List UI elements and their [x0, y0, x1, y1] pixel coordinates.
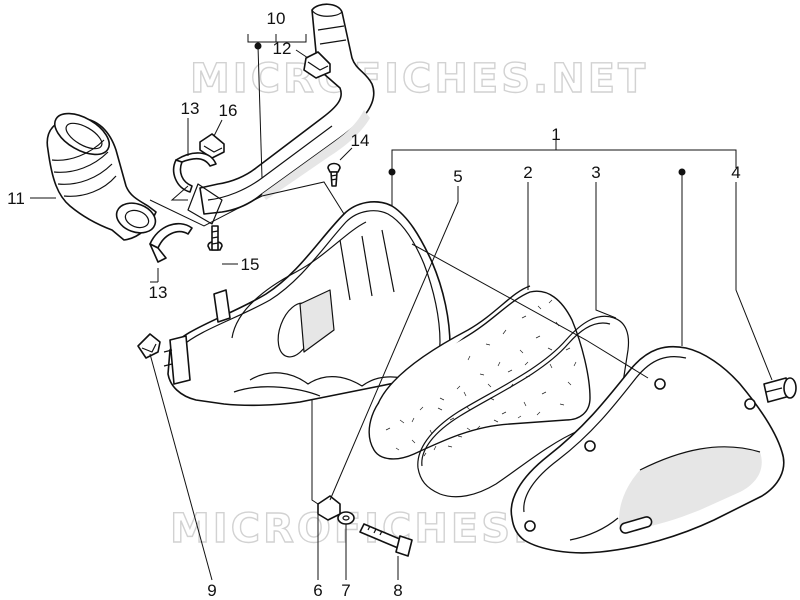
filter-cover	[510, 345, 785, 554]
foam-filter-element	[368, 285, 591, 460]
filter-gasket	[417, 315, 630, 498]
callout-12: 12	[273, 39, 292, 58]
leader-lines	[30, 34, 773, 581]
intake-pipe	[187, 3, 375, 225]
screw-14	[327, 162, 341, 187]
watermark-top: MICROFICHES.NET	[190, 56, 648, 102]
callout-4: 4	[731, 163, 740, 182]
callout-labels: 1 2 3 4 5 6 7 8 9 10 11 12 13 13 14 15 1…	[7, 9, 741, 600]
washer-7	[337, 511, 355, 525]
callout-6: 6	[313, 581, 322, 600]
air-filter-housing	[163, 201, 451, 407]
rubber-sleeve	[46, 112, 157, 241]
clip-16	[199, 133, 225, 159]
callout-11: 11	[7, 189, 25, 208]
hose-clamp-upper	[172, 152, 217, 193]
callout-8: 8	[393, 581, 402, 600]
callout-14: 14	[351, 131, 370, 150]
bolt-8	[359, 523, 413, 557]
callout-15: 15	[241, 255, 260, 274]
callout-16: 16	[219, 101, 238, 120]
hose-clamp-lower	[149, 222, 193, 263]
callout-7: 7	[341, 581, 350, 600]
cover-screw-hole	[654, 378, 666, 390]
cover-screw	[763, 377, 797, 403]
screw-15	[207, 225, 223, 251]
callout-5: 5	[453, 167, 462, 186]
callout-10: 10	[267, 9, 286, 28]
callout-9: 9	[207, 581, 216, 600]
callout-13-lower: 13	[149, 283, 168, 302]
foam-texture	[385, 299, 577, 457]
callout-13-upper: 13	[181, 99, 200, 118]
clip-12	[303, 51, 331, 79]
callout-3: 3	[591, 163, 600, 182]
clip-9	[137, 333, 161, 359]
washer-6	[317, 495, 341, 521]
callout-2: 2	[523, 163, 532, 182]
callout-1: 1	[551, 125, 560, 144]
